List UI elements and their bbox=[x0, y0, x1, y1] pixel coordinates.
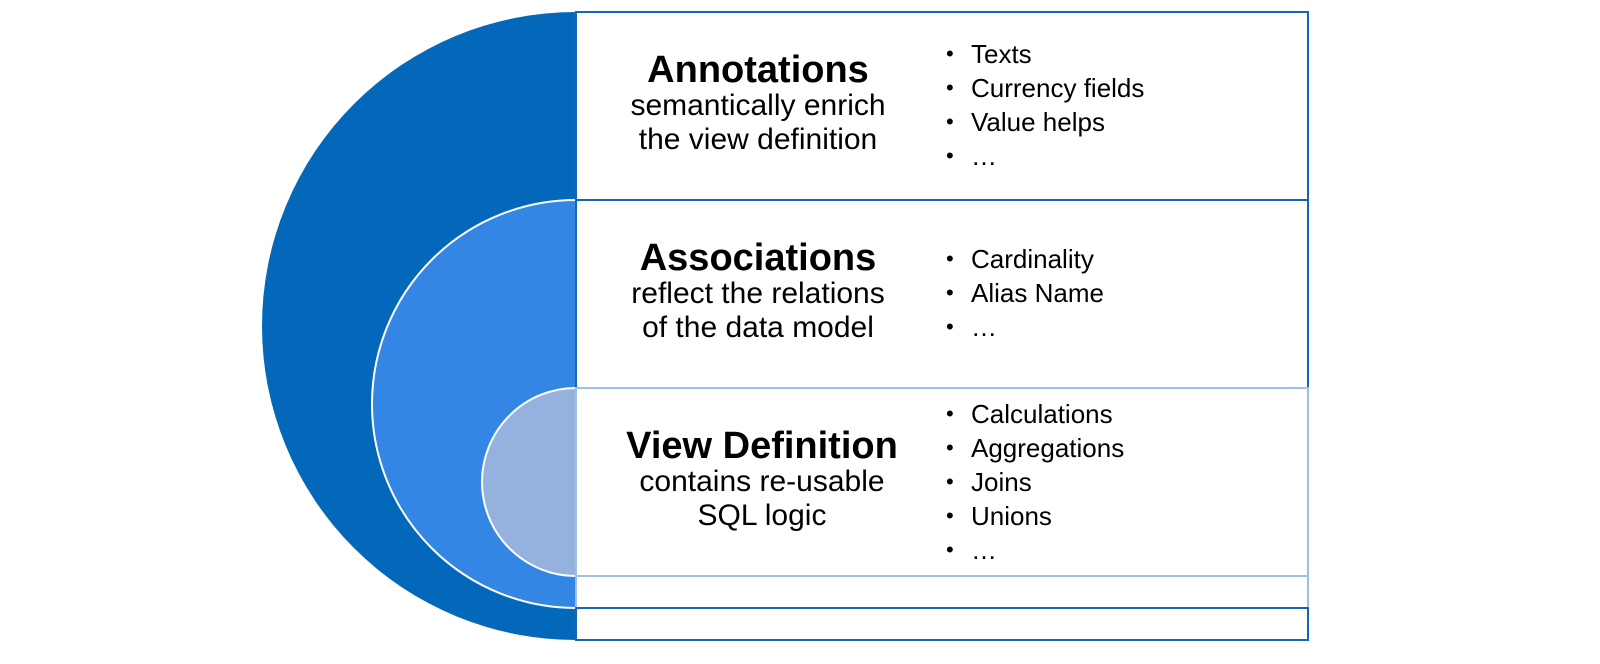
associations-description-line-1: reflect the relations bbox=[631, 277, 885, 310]
list-item: Cardinality bbox=[946, 242, 1104, 276]
view-definition-panel bbox=[575, 387, 1309, 577]
annotations-text: Annotations semantically enrich the view… bbox=[593, 51, 923, 157]
list-item: … bbox=[946, 533, 1124, 567]
associations-description-line-2: of the data model bbox=[642, 311, 874, 344]
list-item: Currency fields bbox=[946, 71, 1144, 105]
annotations-title: Annotations bbox=[647, 49, 869, 91]
list-item: Joins bbox=[946, 465, 1124, 499]
view-definition-description-line-1: contains re-usable bbox=[639, 465, 885, 498]
view-definition-text: View Definition contains re-usable SQL l… bbox=[597, 427, 927, 533]
annotations-description-line-2: the view definition bbox=[638, 123, 878, 156]
list-item: Calculations bbox=[946, 397, 1124, 431]
list-item: Alias Name bbox=[946, 276, 1104, 310]
view-definition-core bbox=[481, 386, 577, 578]
list-item: Texts bbox=[946, 37, 1144, 71]
list-item: Aggregations bbox=[946, 431, 1124, 465]
view-definition-description-line-2: SQL logic bbox=[697, 499, 827, 532]
annotations-base-strip bbox=[575, 607, 1309, 641]
view-definition-title: View Definition bbox=[626, 425, 898, 467]
associations-base-strip bbox=[575, 575, 1309, 609]
associations-title: Associations bbox=[639, 237, 877, 279]
list-item: … bbox=[946, 139, 1144, 173]
list-item: Value helps bbox=[946, 105, 1144, 139]
associations-panel bbox=[575, 199, 1309, 389]
list-item: Unions bbox=[946, 499, 1124, 533]
annotations-description-line-1: semantically enrich bbox=[630, 89, 886, 122]
view-definition-bullet-list: Calculations Aggregations Joins Unions … bbox=[946, 397, 1124, 567]
annotations-bullet-list: Texts Currency fields Value helps … bbox=[946, 37, 1144, 173]
associations-text: Associations reflect the relations of th… bbox=[593, 239, 923, 345]
associations-bullet-list: Cardinality Alias Name … bbox=[946, 242, 1104, 344]
list-item: … bbox=[946, 310, 1104, 344]
